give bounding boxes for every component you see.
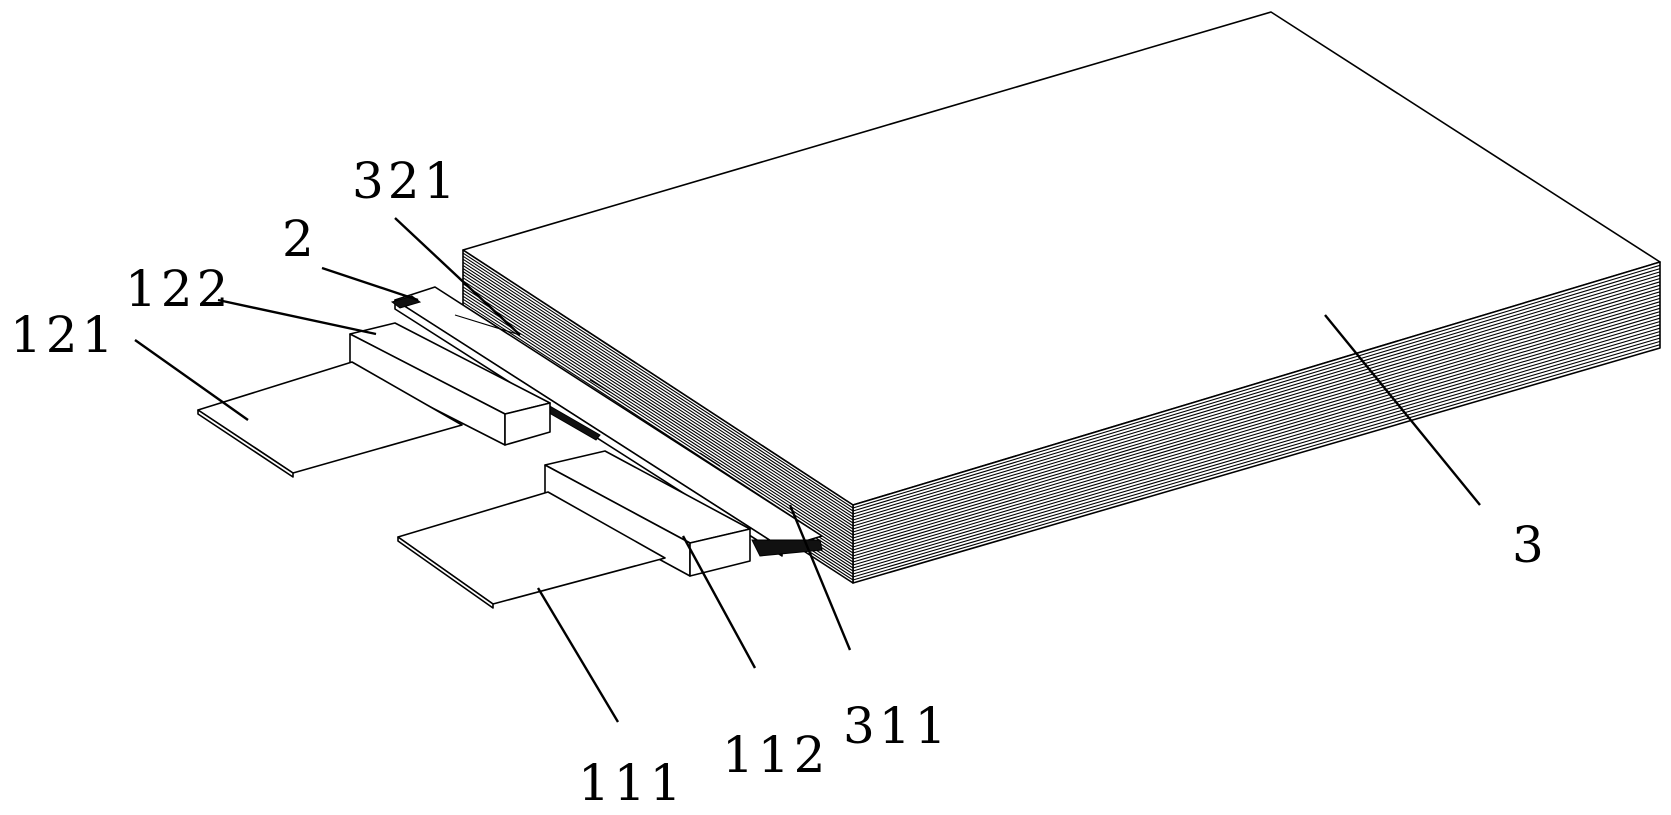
label-111: 111 <box>578 754 685 812</box>
leader-111 <box>536 587 620 723</box>
leader-311 <box>788 504 852 651</box>
layer-line <box>852 291 1661 533</box>
tab-121-edge <box>197 409 294 478</box>
layer-line <box>852 317 1661 557</box>
cover-strip <box>390 286 823 557</box>
upper-terminal <box>197 322 551 478</box>
cell-body <box>462 11 1661 584</box>
layer-line <box>462 298 854 554</box>
layer-line <box>852 301 1661 542</box>
label-2: 2 <box>282 210 318 268</box>
layer-line <box>852 271 1661 515</box>
layer-line <box>462 255 854 512</box>
tab-111-edge <box>397 536 494 609</box>
layer-line <box>852 340 1661 578</box>
leader-112 <box>681 535 757 669</box>
layer-line <box>852 268 1661 512</box>
layer-line <box>852 337 1661 575</box>
layer-line <box>462 295 854 551</box>
layer-line <box>852 274 1661 518</box>
layer-line <box>852 287 1661 530</box>
label-112: 112 <box>722 726 829 784</box>
layer-line <box>852 307 1661 548</box>
cell-layer-lines <box>462 252 1661 581</box>
layer-line <box>462 258 854 515</box>
block-122-end <box>504 402 551 446</box>
layer-line <box>852 330 1661 569</box>
layer-line <box>462 271 854 527</box>
leader-3 <box>1324 314 1481 506</box>
layer-line <box>852 277 1661 521</box>
slot-311-dark-layer <box>751 539 823 557</box>
layer-line <box>462 261 854 518</box>
label-122: 122 <box>125 260 232 318</box>
layer-line <box>462 274 854 530</box>
layer-line <box>462 286 854 542</box>
leader-122 <box>217 298 377 336</box>
label-3: 3 <box>1512 516 1548 574</box>
label-321: 321 <box>352 152 459 210</box>
leader-321 <box>394 217 521 336</box>
layer-line <box>852 344 1661 581</box>
layer-line <box>462 292 854 548</box>
layer-line <box>462 268 854 524</box>
leader-121 <box>134 339 249 421</box>
layer-line <box>852 264 1661 509</box>
layer-line <box>852 311 1661 551</box>
layer-line <box>852 297 1661 539</box>
lower-terminal <box>397 450 751 609</box>
block-112-end <box>689 528 751 577</box>
layer-line <box>852 320 1661 560</box>
label-121: 121 <box>10 306 117 364</box>
layer-line <box>462 264 854 521</box>
layer-line <box>462 289 854 545</box>
leader-lines <box>134 217 1481 723</box>
layer-line <box>852 281 1661 524</box>
layer-line <box>852 327 1661 566</box>
label-311: 311 <box>843 697 950 755</box>
layer-line <box>852 284 1661 527</box>
layer-line <box>462 283 854 539</box>
leader-2 <box>321 266 419 302</box>
reference-labels: 3 321 2 122 121 112 311 111 <box>10 152 1548 812</box>
layer-line <box>462 252 854 509</box>
layer-line <box>852 294 1661 536</box>
layer-line <box>852 324 1661 563</box>
layer-line <box>852 314 1661 554</box>
layer-line <box>852 334 1661 572</box>
layer-line <box>462 277 854 533</box>
layer-line <box>852 304 1661 545</box>
layer-line <box>462 280 854 536</box>
